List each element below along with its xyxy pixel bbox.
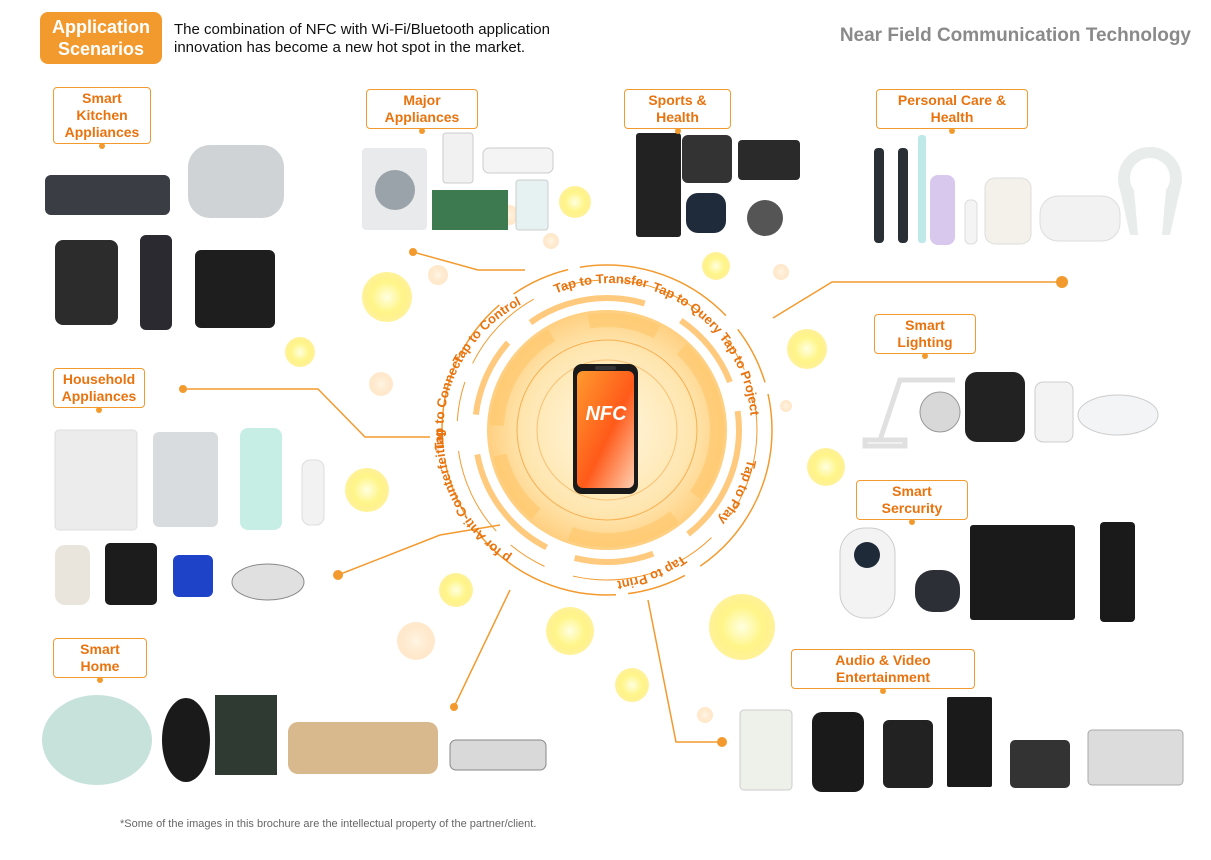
humidifier-image xyxy=(984,177,1032,245)
smart-socket-image xyxy=(1034,381,1074,443)
door-lock-image xyxy=(970,525,1075,620)
category-smart-security: Smart Sercurity xyxy=(856,480,968,525)
sofa-image xyxy=(288,722,438,774)
decorative-bubbles xyxy=(285,186,845,723)
aroma-diffuser-image xyxy=(55,545,90,605)
category-personal-care: Personal Care & Health xyxy=(876,89,1028,134)
kitchen-scale-image xyxy=(45,175,170,215)
air-conditioner-image xyxy=(482,147,554,174)
curtains-image xyxy=(215,695,277,775)
robot-vacuum-image xyxy=(231,563,305,601)
water-heater-image xyxy=(188,145,284,218)
smart-speaker-image xyxy=(162,698,210,782)
hair-comb-image xyxy=(898,148,908,243)
nfc-phone: NFC xyxy=(573,364,638,494)
coffee-maker-image xyxy=(105,543,157,605)
category-smart-lighting: Smart Lighting xyxy=(874,314,976,359)
smart-padlock-image xyxy=(915,570,960,612)
ab-roller-image xyxy=(747,200,783,236)
beauty-device-image xyxy=(930,175,955,245)
neck-massager-image xyxy=(1117,146,1182,235)
function-tap-to-transfer: Tap to Transfer xyxy=(551,271,649,296)
radio-image xyxy=(739,709,793,791)
footnote: *Some of the images in this brochure are… xyxy=(120,818,537,830)
category-major-appliances: Major Appliances xyxy=(366,89,478,134)
sterilizer-image xyxy=(240,428,282,530)
lantern-image xyxy=(965,372,1025,442)
thermometer-image xyxy=(964,199,978,245)
connector-dots xyxy=(179,248,1068,747)
nfc-label: NFC xyxy=(585,403,627,425)
exercise-bike-image xyxy=(682,135,732,183)
application-scenarios-badge: Application Scenarios xyxy=(40,12,162,64)
category-household-appliances: Household Appliances xyxy=(53,368,145,413)
smart-mirror-image xyxy=(636,133,681,237)
fitness-band-image xyxy=(686,193,726,233)
category-smart-kitchen: Smart Kitchen Appliances xyxy=(53,87,151,149)
coffee-machine-image xyxy=(195,250,275,328)
water-dispenser-image xyxy=(54,429,138,531)
downlight-image xyxy=(919,391,961,433)
bluetooth-speaker-image xyxy=(812,712,864,792)
smart-lamp-image xyxy=(42,695,152,785)
robot-lawnmower-image xyxy=(449,739,547,771)
dispenser-image xyxy=(301,459,325,526)
ceiling-light-image xyxy=(1077,394,1159,436)
handle-lock-image xyxy=(1100,522,1135,622)
record-player-image xyxy=(947,697,992,787)
function-tap-to-connect: Tap to Connect xyxy=(431,353,466,451)
hair-straightener-image xyxy=(874,148,884,243)
heater-image xyxy=(515,179,549,231)
connector-lines xyxy=(183,251,1062,743)
boiler-image xyxy=(442,132,474,184)
security-camera-image xyxy=(839,527,896,619)
category-smart-home: Smart Home xyxy=(53,638,147,683)
function-tap-to-control: Tap to Control xyxy=(450,294,523,367)
air-purifier-image xyxy=(153,432,218,527)
tagline: The combination of NFC with Wi-Fi/Blueto… xyxy=(174,21,550,56)
category-audio-video: Audio & Video Entertainment xyxy=(791,649,975,694)
television-image xyxy=(432,190,508,230)
massager-image xyxy=(1039,195,1121,242)
desk-lamp-image xyxy=(862,377,955,449)
category-sports-health: Sports & Health xyxy=(624,89,731,134)
blender-image xyxy=(140,235,172,330)
mug-warmer-image xyxy=(173,555,213,597)
printer-image xyxy=(1087,729,1184,786)
toothbrush-image xyxy=(918,135,926,243)
document-title: Near Field Communication Technology xyxy=(839,25,1191,46)
retro-camera-image xyxy=(883,720,933,788)
product-images xyxy=(42,132,1184,792)
rowing-machine-image xyxy=(738,140,800,180)
tablet-image xyxy=(1010,740,1070,788)
food-processor-image xyxy=(55,240,118,325)
